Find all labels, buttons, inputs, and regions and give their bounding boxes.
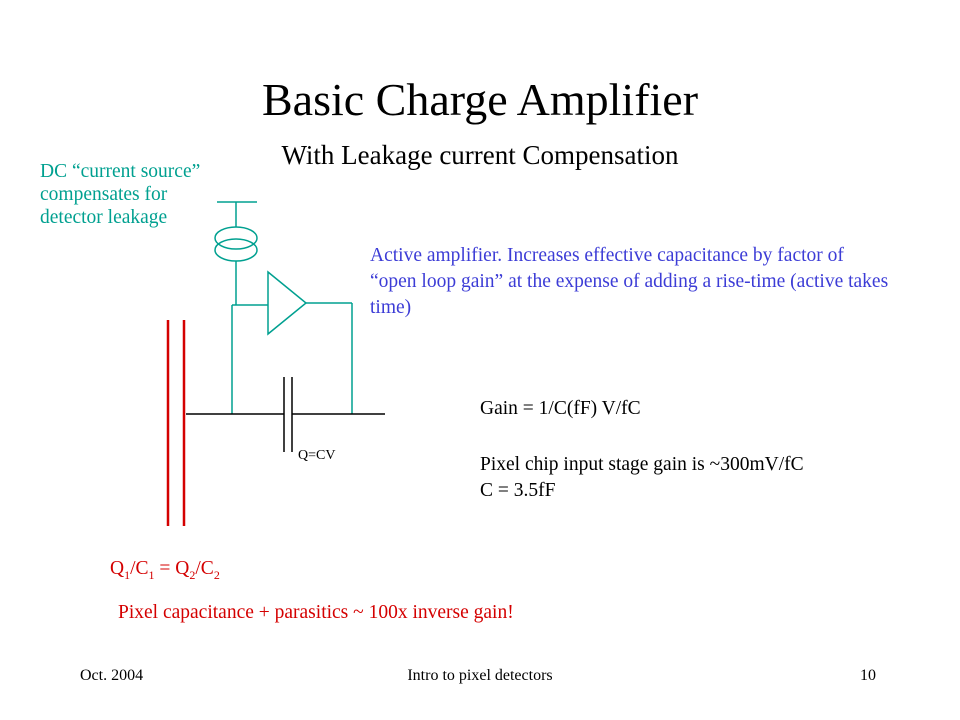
footer-date: Oct. 2004	[80, 667, 144, 684]
active-amplifier-note: Active amplifier. Increases effective ca…	[370, 245, 889, 318]
footer-page-number: 10	[860, 667, 876, 684]
current-source-ring-upper	[214, 226, 258, 250]
current-source-symbol	[214, 201, 258, 305]
q-equals-cv-label: Q=CV	[298, 448, 336, 463]
pixel-gain-text: Pixel chip input stage gain is ~300mV/fC	[480, 454, 804, 475]
current-source-ring-lower	[214, 238, 258, 262]
dc-current-source-note: DC “current source” compensates for dete…	[40, 161, 201, 228]
charge-equation: Q1/C1 = Q2/C2	[110, 558, 220, 582]
pixel-capacitance-note: Pixel capacitance + parasitics ~ 100x in…	[118, 602, 514, 623]
capacitance-value: C = 3.5fF	[480, 480, 556, 501]
feedback-capacitor	[186, 377, 385, 452]
slide-title: Basic Charge Amplifier	[261, 74, 699, 125]
detector-capacitor	[166, 320, 186, 526]
gain-formula: Gain = 1/C(fF) V/fC	[480, 398, 641, 419]
slide-subtitle: With Leakage current Compensation	[281, 140, 679, 170]
footer-title: Intro to pixel detectors	[407, 667, 553, 684]
amplifier-wiring	[231, 270, 353, 414]
amplifier-triangle	[267, 270, 308, 336]
